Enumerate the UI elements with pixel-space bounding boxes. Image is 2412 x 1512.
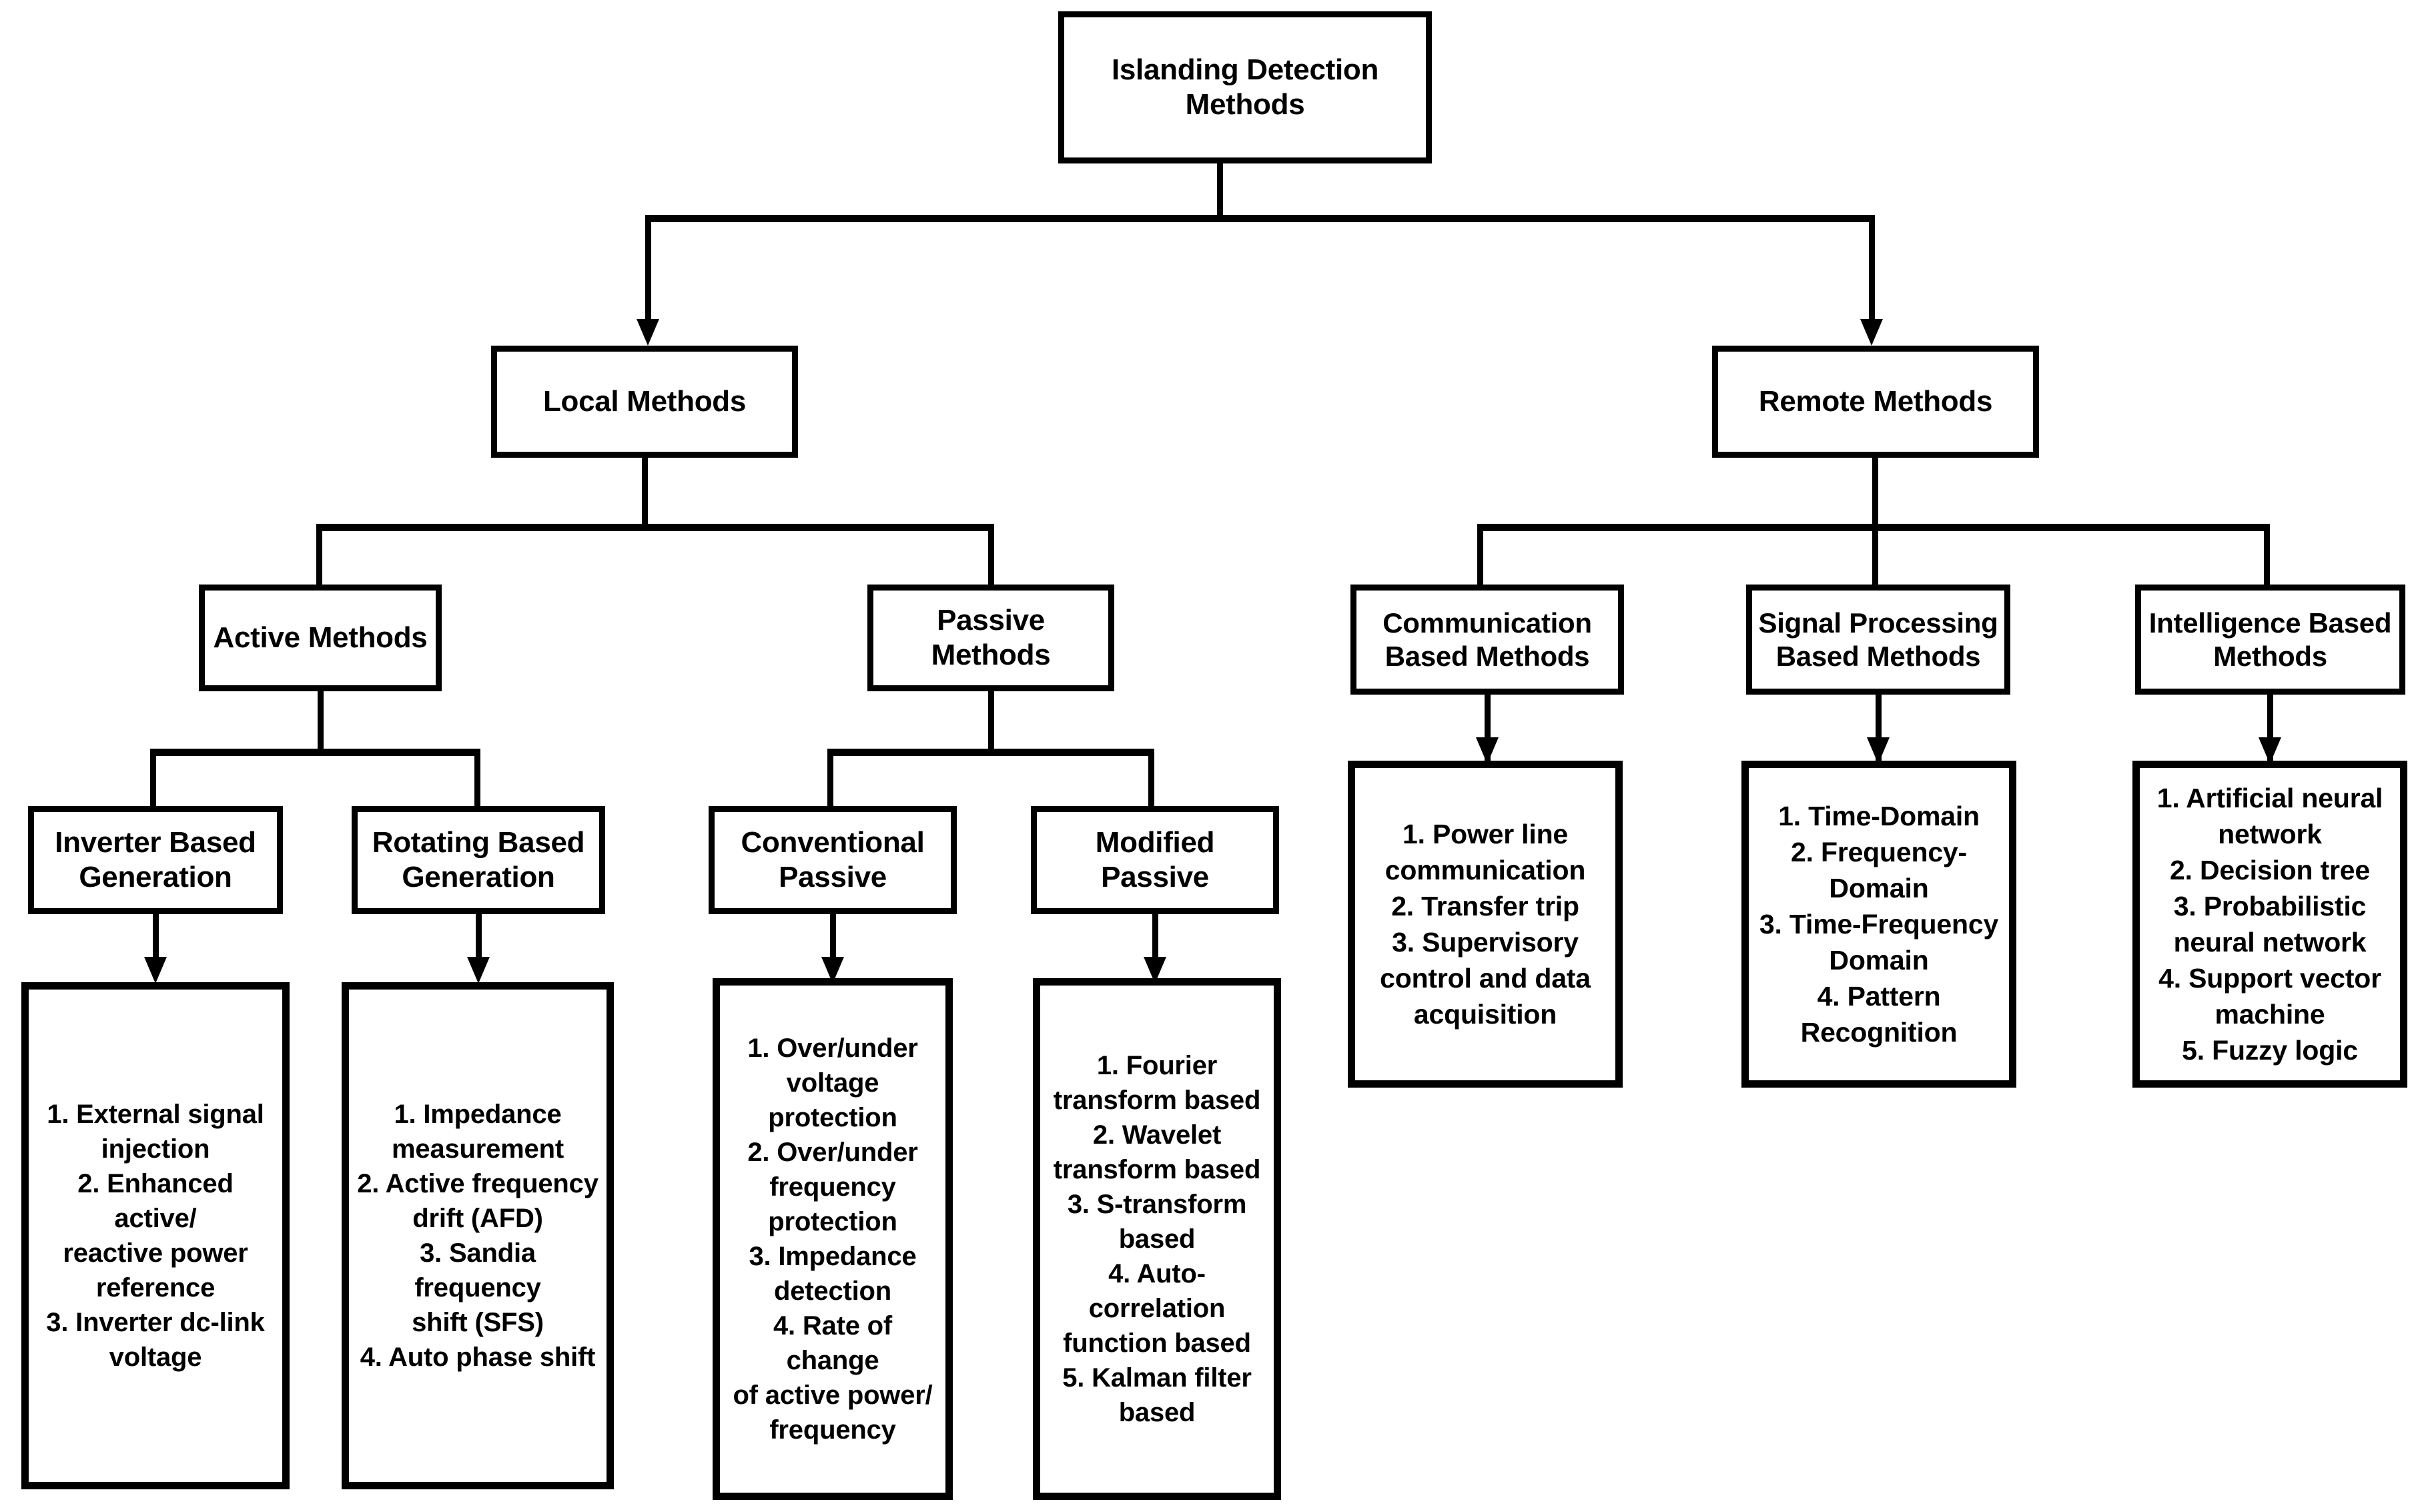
connector-to-communication	[1477, 524, 1483, 587]
connector-communication-stem	[1485, 695, 1491, 761]
node-label: Remote Methods	[1758, 385, 1993, 418]
node-label: Inverter Based Generation	[55, 826, 256, 893]
connector-active-bar	[150, 749, 480, 756]
connector-rotating-stem	[476, 914, 482, 974]
leaf-modified-passive-methods[interactable]: 1. Fourier transform based 2. Wavelet tr…	[1033, 978, 1281, 1500]
node-intelligence-based-methods[interactable]: Intelligence Based Methods	[2135, 585, 2405, 695]
node-label: Conventional Passive	[741, 826, 925, 893]
connector-passive-stem	[988, 691, 994, 753]
leaf-communication-based-methods[interactable]: 1. Power line communication 2. Transfer …	[1348, 761, 1623, 1088]
node-rotating-based-generation[interactable]: Rotating Based Generation	[352, 806, 605, 914]
connector-to-local	[645, 215, 651, 320]
node-local-methods[interactable]: Local Methods	[491, 346, 798, 458]
leaf-list: 1. Over/under voltage protection 2. Over…	[733, 1034, 933, 1445]
node-label: Modified Passive	[1095, 826, 1215, 893]
connector-to-conventional-passive	[827, 749, 833, 810]
node-remote-methods[interactable]: Remote Methods	[1712, 346, 2039, 458]
connector-inverter-stem	[153, 914, 159, 974]
leaf-inverter-based-generation-methods[interactable]: 1. External signal injection 2. Enhanced…	[21, 982, 290, 1489]
node-active-methods[interactable]: Active Methods	[199, 585, 442, 691]
connector-conventional-stem	[830, 914, 836, 974]
node-islanding-detection-methods[interactable]: Islanding Detection Methods	[1058, 11, 1432, 163]
leaf-list: 1. Power line communication 2. Transfer …	[1380, 818, 1591, 1030]
connector-to-modified-passive	[1148, 749, 1154, 810]
connector-intelligence-stem	[2267, 695, 2273, 761]
connector-local-stem	[642, 458, 648, 528]
node-signal-processing-based-methods[interactable]: Signal Processing Based Methods	[1746, 585, 2010, 695]
connector-level1-bar	[645, 215, 1875, 222]
connector-to-signal-processing	[1872, 524, 1878, 587]
node-label: Passive Methods	[931, 604, 1051, 671]
connector-to-passive	[988, 524, 994, 587]
arrowhead-remote	[1860, 319, 1883, 346]
arrowhead-intelligence-list	[2259, 737, 2281, 764]
node-passive-methods[interactable]: Passive Methods	[867, 585, 1114, 691]
leaf-intelligence-based-methods[interactable]: 1. Artificial neural network 2. Decision…	[2132, 761, 2407, 1088]
connector-modified-stem	[1152, 914, 1158, 974]
node-label: Communication Based Methods	[1382, 607, 1592, 672]
node-label: Rotating Based Generation	[372, 826, 585, 893]
node-label: Local Methods	[542, 385, 747, 418]
arrowhead-communication-list	[1476, 737, 1499, 764]
arrowhead-rotating-list	[467, 957, 490, 984]
leaf-list: 1. Impedance measurement 2. Active frequ…	[357, 1100, 598, 1372]
connector-passive-bar	[827, 749, 1154, 756]
leaf-list: 1. External signal injection 2. Enhanced…	[46, 1100, 265, 1372]
leaf-list: 1. Time-Domain 2. Frequency- Domain 3. T…	[1759, 800, 1999, 1048]
connector-to-intelligence	[2264, 524, 2270, 587]
leaf-rotating-based-generation-methods[interactable]: 1. Impedance measurement 2. Active frequ…	[342, 982, 614, 1489]
connector-root-stem	[1217, 163, 1223, 218]
connector-local-bar	[316, 524, 994, 531]
connector-remote-stem	[1872, 458, 1878, 528]
node-label: Active Methods	[213, 621, 428, 655]
connector-to-rotating-based	[474, 749, 480, 810]
node-label: Signal Processing Based Methods	[1758, 607, 1998, 672]
leaf-conventional-passive-methods[interactable]: 1. Over/under voltage protection 2. Over…	[713, 978, 953, 1500]
leaf-signal-processing-methods[interactable]: 1. Time-Domain 2. Frequency- Domain 3. T…	[1741, 761, 2016, 1088]
leaf-list: 1. Fourier transform based 2. Wavelet tr…	[1053, 1051, 1261, 1427]
node-label: Intelligence Based Methods	[2148, 607, 2392, 672]
arrowhead-local	[637, 319, 659, 346]
connector-to-inverter-based	[150, 749, 156, 810]
node-modified-passive[interactable]: Modified Passive	[1031, 806, 1279, 914]
node-conventional-passive[interactable]: Conventional Passive	[709, 806, 957, 914]
node-label: Islanding Detection Methods	[1111, 53, 1379, 121]
leaf-list: 1. Artificial neural network 2. Decision…	[2156, 782, 2383, 1066]
connector-active-stem	[318, 691, 324, 753]
connector-to-remote	[1869, 215, 1875, 320]
node-communication-based-methods[interactable]: Communication Based Methods	[1350, 585, 1624, 695]
connector-signal-stem	[1876, 695, 1882, 761]
node-inverter-based-generation[interactable]: Inverter Based Generation	[28, 806, 283, 914]
arrowhead-signal-list	[1867, 737, 1890, 764]
connector-to-active	[316, 524, 322, 587]
arrowhead-inverter-list	[144, 957, 167, 984]
